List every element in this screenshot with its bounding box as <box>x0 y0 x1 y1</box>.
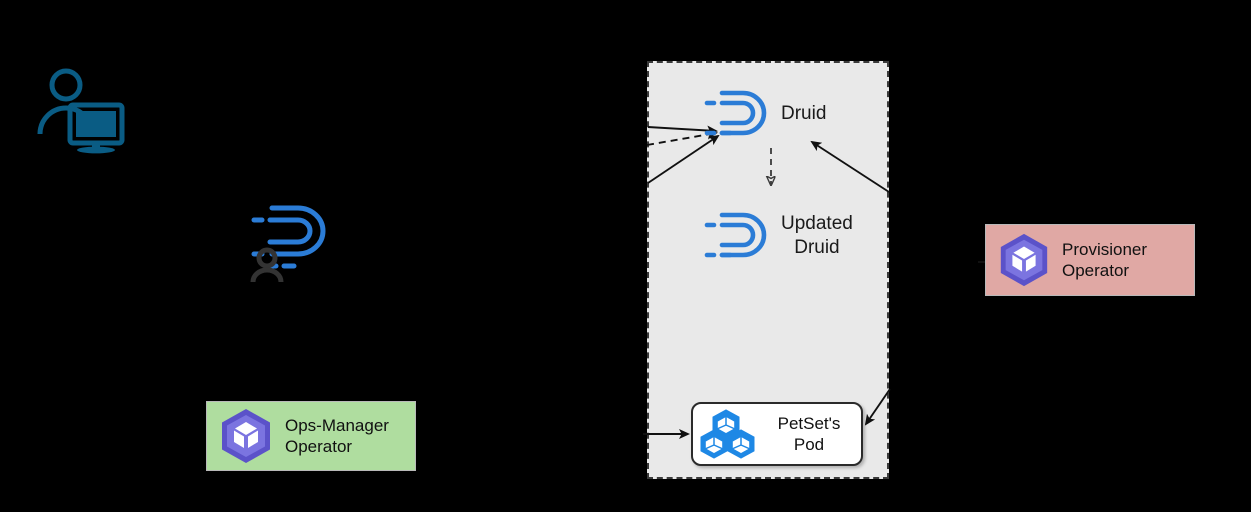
provisioner-operator-label: Provisioner Operator <box>1062 239 1147 281</box>
updated-druid-label-line2: Druid <box>794 237 840 258</box>
updated-druid-label-line1: Updated <box>781 213 853 234</box>
operator-hexagon-icon <box>1000 233 1048 287</box>
petset-pod-label: PetSet's Pod <box>763 413 855 455</box>
petset-pod-label-line2: Pod <box>793 435 825 454</box>
druid-logo-with-user-icon <box>250 205 326 283</box>
operator-hexagon-icon <box>222 409 270 463</box>
druid-logo-icon <box>704 212 767 258</box>
user-at-computer-icon <box>37 68 125 154</box>
druid-node: Druid <box>703 88 826 140</box>
petset-pod-label-line1: PetSet's <box>777 414 841 433</box>
ops-manager-label-line2: Operator <box>285 437 353 456</box>
updated-druid-label: Updated Druid <box>781 212 853 260</box>
provisioner-operator-node[interactable]: Provisioner Operator <box>985 224 1195 296</box>
ops-manager-operator-label: Ops-Manager Operator <box>285 415 389 457</box>
provisioner-label-line1: Provisioner <box>1062 240 1148 259</box>
ops-manager-operator-node[interactable]: Ops-Manager Operator <box>206 401 416 471</box>
ops-manager-label-line1: Ops-Manager <box>285 416 389 435</box>
kubernetes-pods-icon <box>700 409 755 459</box>
updated-druid-node: Updated Druid <box>703 210 853 262</box>
provisioner-label-line2: Operator <box>1062 261 1130 280</box>
druid-user-group <box>246 200 336 288</box>
druid-label: Druid <box>781 103 827 124</box>
petset-pod-node[interactable]: PetSet's Pod <box>691 402 863 466</box>
druid-logo-icon <box>704 90 767 136</box>
